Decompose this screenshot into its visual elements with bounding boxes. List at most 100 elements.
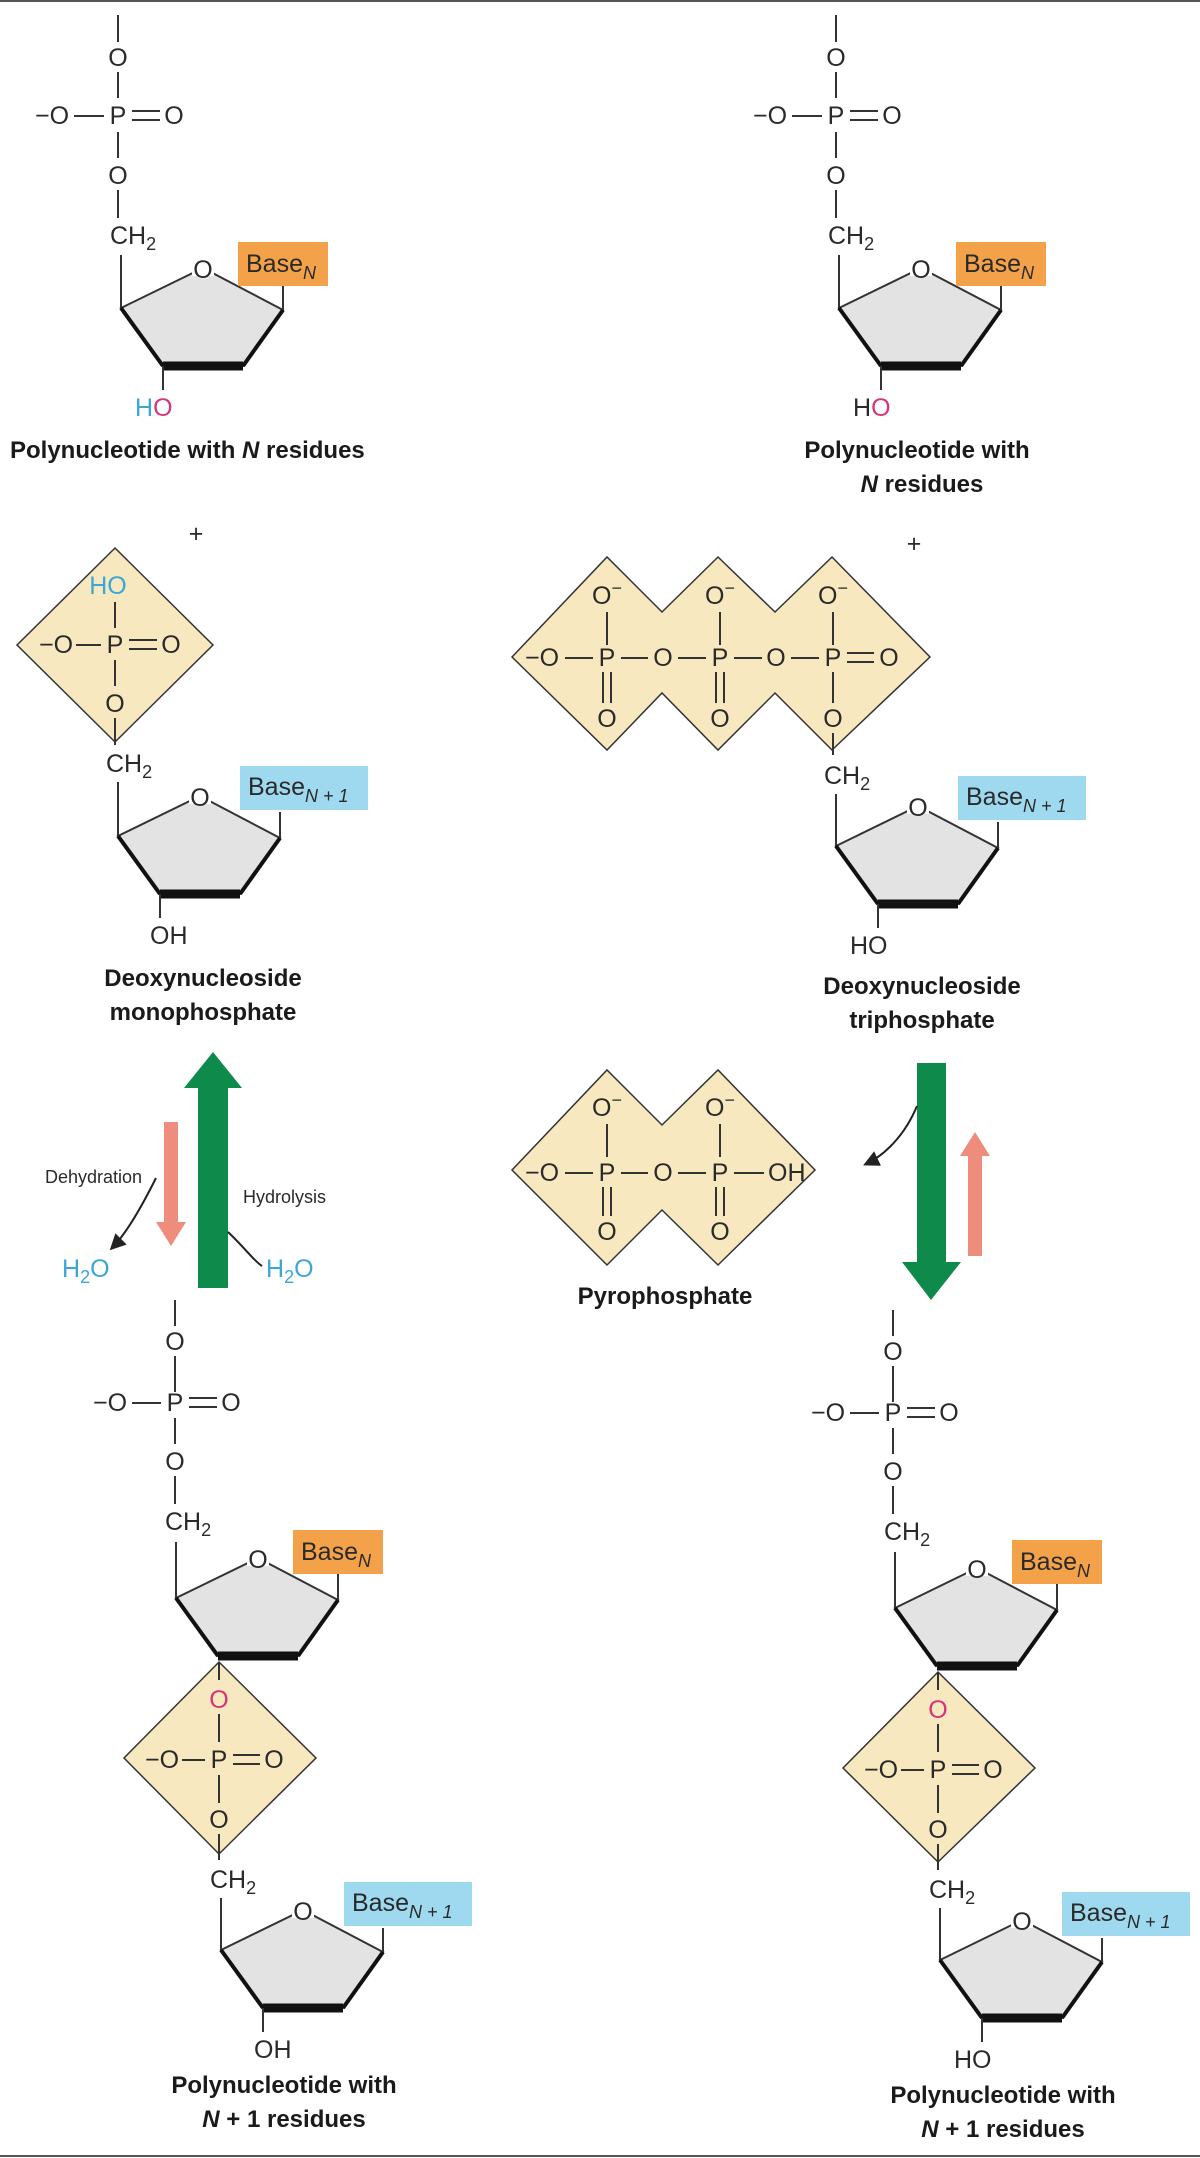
svg-text:−O: −O bbox=[864, 1756, 898, 1784]
svg-text:O: O bbox=[1012, 1908, 1031, 1936]
svg-text:BaseN: BaseN bbox=[301, 1538, 372, 1571]
caption-pyrophosphate: Pyrophosphate bbox=[578, 1283, 753, 1310]
svg-text:O: O bbox=[823, 705, 842, 733]
svg-text:O: O bbox=[597, 705, 616, 733]
svg-text:CH2: CH2 bbox=[106, 750, 152, 782]
caption-dnmp-2: monophosphate bbox=[110, 999, 297, 1026]
svg-text:O: O bbox=[710, 705, 729, 733]
svg-text:P: P bbox=[599, 1159, 616, 1187]
svg-text:P: P bbox=[930, 1756, 947, 1784]
svg-text:O−: O− bbox=[592, 578, 622, 610]
svg-text:CH2: CH2 bbox=[210, 1866, 256, 1898]
svg-text:O−: O− bbox=[818, 578, 848, 610]
svg-text:O: O bbox=[248, 1546, 267, 1574]
base-n1-box bbox=[344, 1882, 472, 1926]
svg-text:O: O bbox=[653, 644, 672, 672]
svg-text:O−: O− bbox=[705, 578, 735, 610]
pyrophosphate-box bbox=[510, 1068, 817, 1267]
svg-text:P: P bbox=[599, 644, 616, 672]
base-n-box bbox=[1012, 1540, 1102, 1584]
top-left-polynucleotide: O −O P O O CH2 O BaseN HO Polynucleotide… bbox=[10, 15, 365, 464]
plus-sign-right: + bbox=[907, 530, 922, 558]
caption-right-top-2: N residues bbox=[861, 471, 984, 498]
svg-text:O: O bbox=[190, 784, 209, 812]
svg-text:O: O bbox=[161, 631, 180, 659]
svg-text:CH2: CH2 bbox=[884, 1518, 930, 1550]
svg-text:O: O bbox=[165, 1448, 184, 1476]
water-left: H2O bbox=[62, 1255, 110, 1287]
svg-text:−O: −O bbox=[753, 102, 787, 130]
svg-text:O: O bbox=[983, 1756, 1002, 1784]
svg-text:P: P bbox=[211, 1746, 228, 1774]
svg-text:O: O bbox=[164, 102, 183, 130]
svg-text:CH2: CH2 bbox=[929, 1876, 975, 1908]
pyrophosphate-molecule: O− O− −O P O P OH O O Pyrophosphate bbox=[510, 1068, 817, 1310]
caption-left-bottom-1: Polynucleotide with bbox=[171, 2072, 396, 2099]
svg-text:OH: OH bbox=[768, 1159, 806, 1187]
svg-text:BaseN: BaseN bbox=[246, 250, 317, 283]
svg-text:O: O bbox=[264, 1746, 283, 1774]
svg-text:CH2: CH2 bbox=[828, 222, 874, 254]
base-n-box bbox=[238, 242, 328, 286]
svg-text:P: P bbox=[828, 102, 845, 130]
arrow-down-icon bbox=[156, 1122, 186, 1246]
svg-text:HO: HO bbox=[954, 2046, 992, 2074]
svg-text:O: O bbox=[826, 44, 845, 72]
svg-text:O: O bbox=[882, 102, 901, 130]
water-right: H2O bbox=[266, 1255, 314, 1287]
svg-text:O: O bbox=[105, 690, 124, 718]
bridging-oxygen: O bbox=[209, 1686, 228, 1714]
svg-text:−O: −O bbox=[525, 644, 559, 672]
base-n1-box bbox=[1062, 1892, 1190, 1936]
svg-text:O: O bbox=[879, 644, 898, 672]
svg-text:P: P bbox=[712, 1159, 729, 1187]
svg-text:BaseN: BaseN bbox=[964, 250, 1035, 283]
svg-text:P: P bbox=[167, 1389, 184, 1417]
right-reaction-arrows bbox=[863, 1063, 990, 1300]
svg-text:O: O bbox=[928, 1816, 947, 1844]
svg-text:O: O bbox=[597, 1218, 616, 1246]
left-reaction-arrows: Dehydration Hydrolysis H2O H2O bbox=[45, 1052, 326, 1288]
caption-left-bottom-2: N + 1 residues bbox=[202, 2106, 365, 2133]
caption-dntp-2: triphosphate bbox=[849, 1007, 994, 1034]
triphosphate-box bbox=[510, 555, 932, 752]
svg-text:CH2: CH2 bbox=[165, 1508, 211, 1540]
svg-text:P: P bbox=[107, 631, 124, 659]
svg-text:O−: O− bbox=[705, 1090, 735, 1122]
svg-text:BaseN + 1: BaseN + 1 bbox=[1070, 1899, 1171, 1932]
svg-text:OH: OH bbox=[254, 2036, 292, 2064]
caption-left-top: Polynucleotide with N residues bbox=[10, 437, 365, 464]
svg-text:O: O bbox=[193, 256, 212, 284]
caption-right-bottom-1: Polynucleotide with bbox=[890, 2082, 1115, 2109]
svg-text:P: P bbox=[110, 102, 127, 130]
dntp-molecule: O− O− O− −O P O P O P O O O O CH2 O bbox=[510, 555, 1086, 1034]
svg-text:O: O bbox=[967, 1556, 986, 1584]
svg-text:O: O bbox=[293, 1898, 312, 1926]
svg-text:−O: −O bbox=[145, 1746, 179, 1774]
svg-text:−O: −O bbox=[35, 102, 69, 130]
arrow-up-icon bbox=[184, 1052, 242, 1288]
svg-text:O: O bbox=[908, 794, 927, 822]
caption-right-bottom-2: N + 1 residues bbox=[921, 2116, 1084, 2143]
base-n-box bbox=[956, 242, 1046, 286]
svg-text:O: O bbox=[165, 1328, 184, 1356]
svg-text:O: O bbox=[108, 44, 127, 72]
svg-text:BaseN + 1: BaseN + 1 bbox=[966, 783, 1067, 816]
svg-text:−O: −O bbox=[93, 1389, 127, 1417]
svg-text:HO: HO bbox=[850, 932, 888, 960]
svg-text:CH2: CH2 bbox=[824, 762, 870, 794]
svg-text:O: O bbox=[108, 162, 127, 190]
svg-text:HO: HO bbox=[135, 394, 173, 422]
svg-text:HO: HO bbox=[853, 394, 891, 422]
bottom-left-polynucleotide: O −O P O O CH2 O BaseN O −O P O O CH2 bbox=[93, 1300, 472, 2133]
bottom-right-polynucleotide: O −O P O O CH2 O BaseN O −O P O O CH2 bbox=[811, 1310, 1190, 2143]
svg-text:O: O bbox=[653, 1159, 672, 1187]
svg-text:P: P bbox=[825, 644, 842, 672]
svg-text:OH: OH bbox=[150, 922, 188, 950]
svg-text:−O: −O bbox=[525, 1159, 559, 1187]
top-right-polynucleotide: O −O P O O CH2 O BaseN HO Polynucleotide… bbox=[753, 15, 1046, 498]
svg-text:HO: HO bbox=[89, 572, 127, 600]
svg-text:−O: −O bbox=[811, 1399, 845, 1427]
base-n-box bbox=[293, 1530, 383, 1574]
svg-text:O: O bbox=[766, 644, 785, 672]
